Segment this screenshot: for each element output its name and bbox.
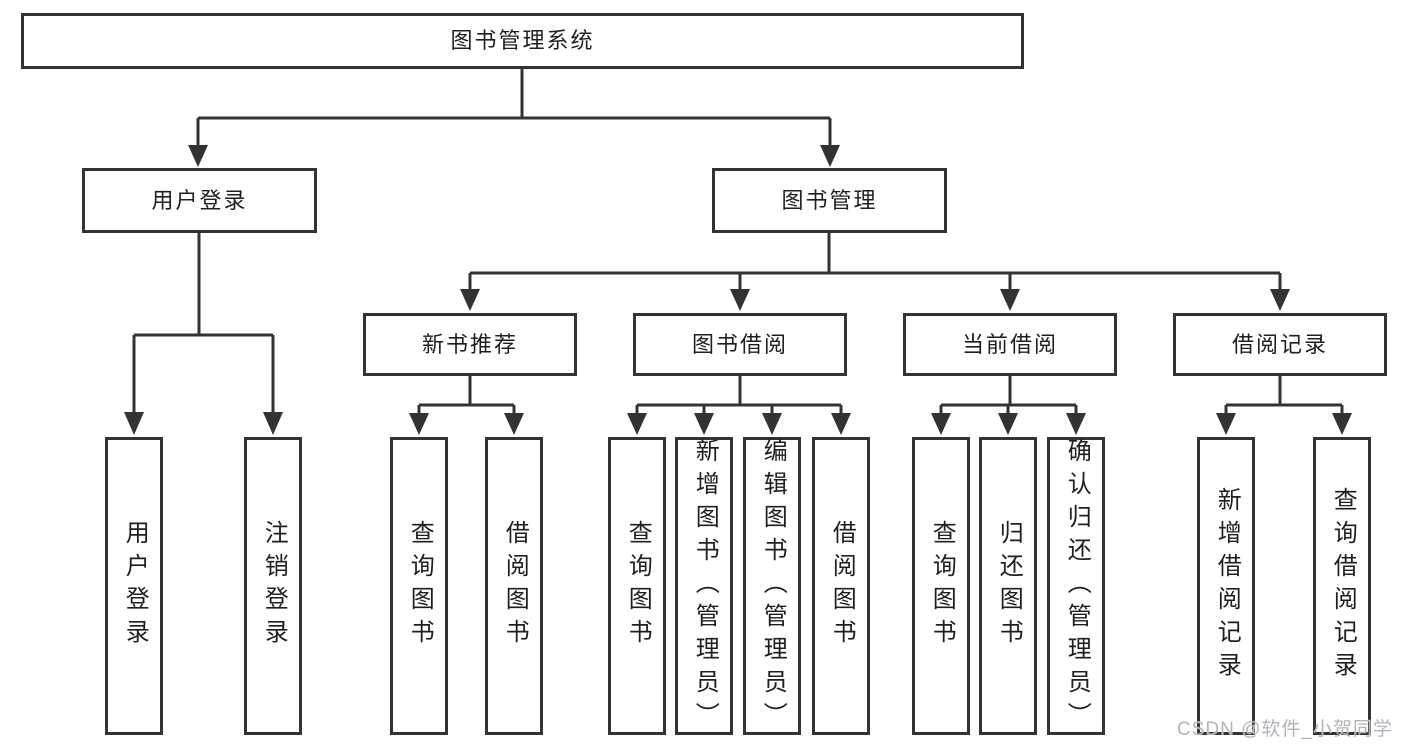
node-current-borrow-label: 当前借阅 [961,331,1058,357]
arrowheads-user-login-branch [124,412,283,435]
node-book-borrow-label: 图书借阅 [691,331,788,357]
leaf-query-book-3: 查询图书 [912,437,970,735]
leaf-user-login: 用户登录 [105,437,163,735]
node-new-book-recommend-label: 新书推荐 [421,331,518,357]
connector-user-login-branch [132,233,275,413]
leaf-user-login-label: 用户登录 [121,520,149,652]
leaf-query-book-3-label: 查询图书 [928,520,956,652]
node-new-book-recommend: 新书推荐 [363,313,577,376]
leaf-borrow-book-2: 借阅图书 [812,437,870,735]
connector-new-book-branch [417,376,516,414]
leaf-query-borrow-record: 查询借阅记录 [1313,437,1371,735]
leaf-return-book-label: 归还图书 [995,520,1023,652]
leaf-add-borrow-record: 新增借阅记录 [1197,437,1255,735]
connector-root-branch [196,68,832,146]
leaf-add-book-admin-label: 新增图书（管理员） [691,437,719,735]
connector-book-management-branch [468,233,1282,290]
leaf-query-book-1: 查询图书 [390,437,448,735]
leaf-add-book-admin: 新增图书（管理员） [675,437,733,735]
leaf-edit-book-admin-label: 编辑图书（管理员） [759,437,787,735]
arrowheads-root-branch [188,145,840,167]
leaf-confirm-return-admin: 确认归还（管理员） [1047,437,1105,735]
arrowheads-new-book-branch [409,413,524,435]
node-user-login: 用户登录 [82,168,317,233]
leaf-query-book-2: 查询图书 [608,437,666,735]
leaf-edit-book-admin: 编辑图书（管理员） [743,437,801,735]
connector-book-borrow-branch [635,376,843,414]
leaf-add-borrow-record-label: 新增借阅记录 [1213,487,1241,685]
leaf-logout: 注销登录 [244,437,302,735]
leaf-query-borrow-record-label: 查询借阅记录 [1329,487,1357,685]
leaf-query-book-2-label: 查询图书 [624,520,652,652]
arrowheads-book-borrow-branch [627,413,851,435]
node-root-label: 图书管理系统 [450,28,595,53]
leaf-borrow-book-1: 借阅图书 [485,437,543,735]
arrowheads-current-borrow-branch [931,413,1086,435]
node-current-borrow: 当前借阅 [903,313,1117,376]
node-book-management-label: 图书管理 [781,187,878,213]
leaf-borrow-book-1-label: 借阅图书 [501,520,529,652]
node-user-login-label: 用户登录 [151,187,248,213]
leaf-borrow-book-2-label: 借阅图书 [828,520,856,652]
arrowheads-borrow-record-branch [1216,413,1352,435]
connector-borrow-record-branch [1224,376,1344,414]
leaf-query-book-1-label: 查询图书 [406,520,434,652]
connector-current-borrow-branch [939,376,1078,414]
node-root-system: 图书管理系统 [21,13,1024,69]
leaf-return-book: 归还图书 [979,437,1037,735]
node-book-management: 图书管理 [712,168,947,233]
leaf-confirm-return-admin-label: 确认归还（管理员） [1063,437,1091,735]
arrowheads-book-management-branch [460,289,1290,311]
node-borrow-record-label: 借阅记录 [1231,331,1328,357]
node-book-borrow: 图书借阅 [633,313,847,376]
leaf-logout-label: 注销登录 [260,520,288,652]
csdn-watermark: CSDN @软件_小贺同学 [1177,719,1393,740]
node-borrow-record: 借阅记录 [1173,313,1387,376]
